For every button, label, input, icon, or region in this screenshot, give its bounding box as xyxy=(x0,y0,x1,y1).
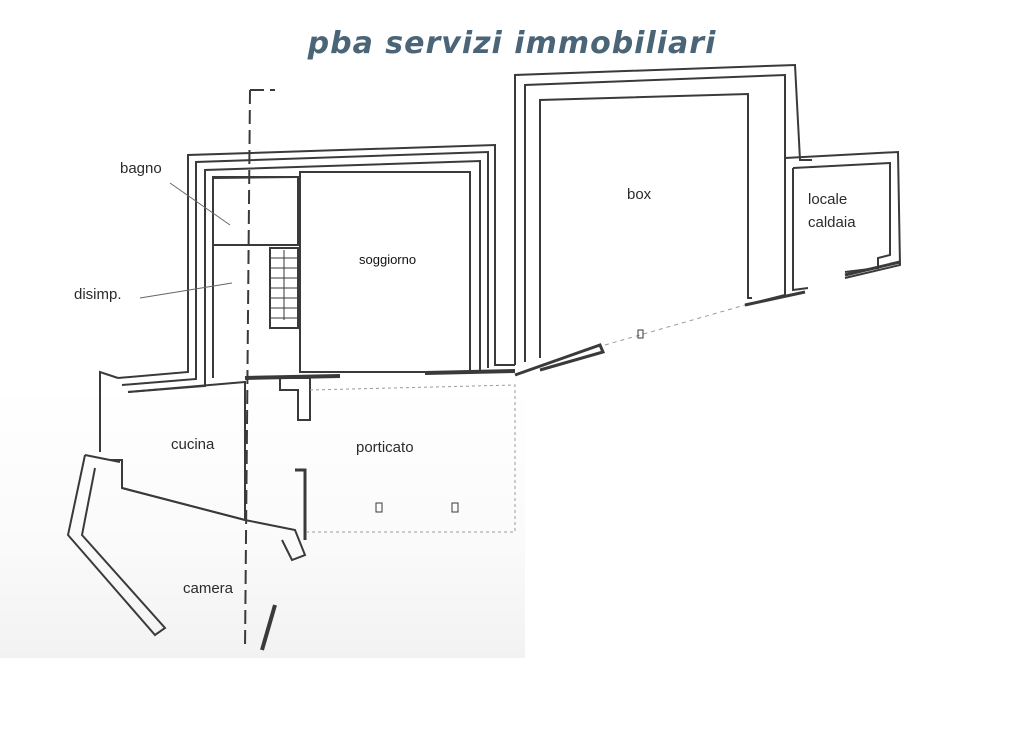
porticato-outline xyxy=(305,384,516,533)
wall-cucina-outer xyxy=(99,370,119,452)
room-label-soggiorno: soggiorno xyxy=(359,252,417,267)
leader-disimp xyxy=(139,282,233,299)
wall-left-outer xyxy=(117,143,515,379)
wall-box-outer xyxy=(514,63,812,365)
room-label-porticato: porticato xyxy=(356,439,414,456)
room-label-bagno: bagno xyxy=(120,160,162,177)
wall-camera-right xyxy=(260,604,277,651)
wall-soggiorno xyxy=(299,171,471,373)
room-label-cucina: cucina xyxy=(171,436,215,453)
brand-title: pba servizi immobiliari xyxy=(307,26,717,61)
section-line xyxy=(244,89,275,651)
pillar-2 xyxy=(451,502,459,513)
wall-porticato-pillar xyxy=(295,468,307,540)
wall-left-inner xyxy=(127,159,481,393)
wall-camera xyxy=(84,454,307,562)
wall-caldaia-outer xyxy=(784,150,902,279)
wall-camera-left xyxy=(66,454,167,637)
wall-box-bottom xyxy=(514,343,606,377)
wall-pillar xyxy=(279,377,311,421)
leader-bagno xyxy=(169,182,231,226)
wall-bagno xyxy=(212,176,299,246)
room-label-locale: locale xyxy=(808,191,848,208)
wall-left-mid xyxy=(121,150,489,386)
wall-caldaia-left xyxy=(792,168,809,292)
wall-box-mid xyxy=(524,73,786,362)
wall-box-inner xyxy=(539,92,752,358)
scan-shadow xyxy=(0,380,525,658)
room-label-camera: camera xyxy=(183,580,234,597)
room-label-box: box xyxy=(627,186,652,203)
box-door-line xyxy=(604,304,746,346)
room-label-disimp: disimp. xyxy=(74,286,122,303)
wall-caldaia-bottom xyxy=(744,260,901,307)
pillar-1 xyxy=(375,502,383,513)
room-label-caldaia: caldaia xyxy=(808,214,856,231)
box-marker xyxy=(637,329,644,339)
